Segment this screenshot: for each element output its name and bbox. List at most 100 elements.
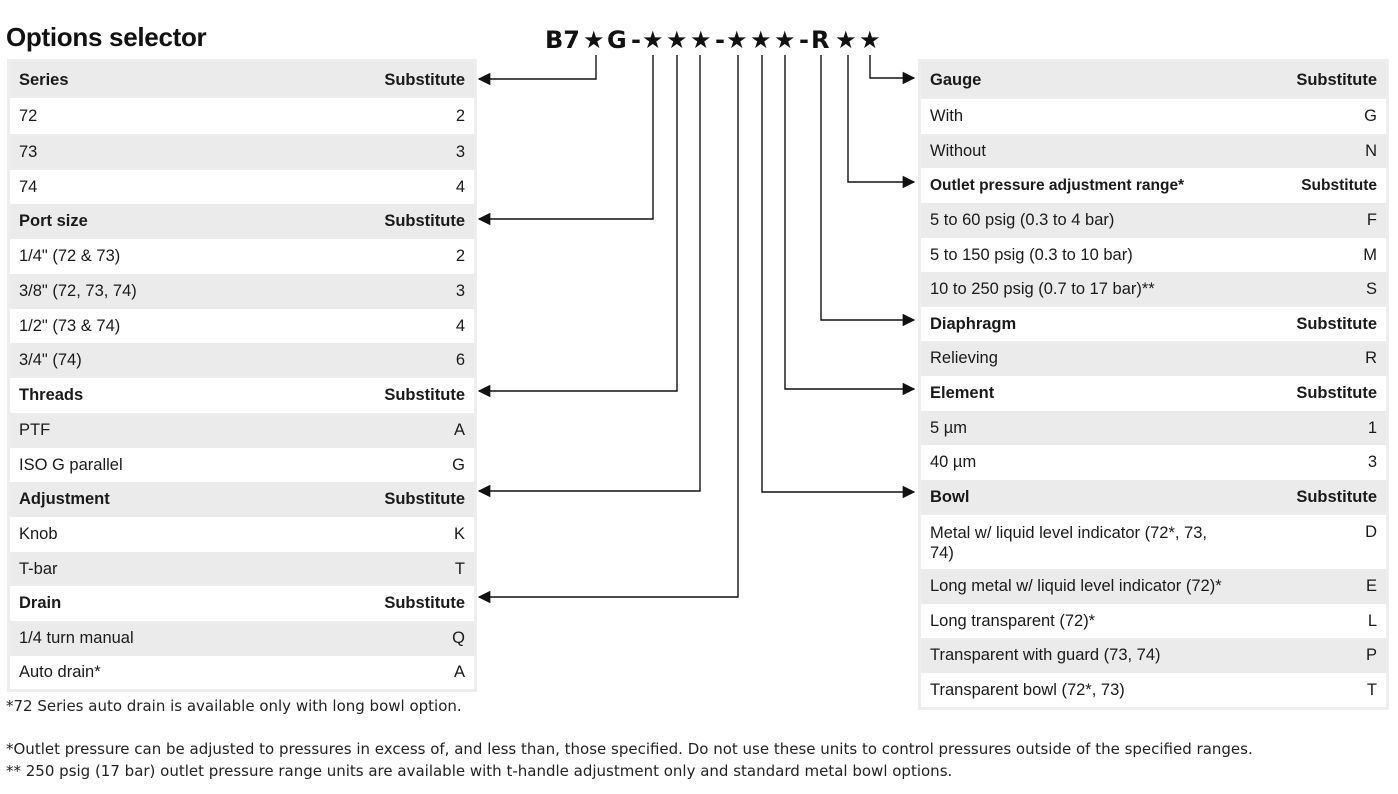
row-code: S: [1365, 280, 1377, 298]
row-code: D: [1365, 523, 1377, 541]
diaphragm-header: Diaphragm Substitute: [921, 307, 1386, 341]
row-label: 1/4 turn manual: [19, 629, 134, 647]
table-row: 1/2" (73 & 74) 4: [10, 309, 474, 343]
row-code: F: [1366, 211, 1377, 229]
outlet-pressure-header: Outlet pressure adjustment range* Substi…: [921, 168, 1386, 203]
gauge-heading: Gauge: [930, 71, 982, 89]
code-star-outlet: ★: [835, 26, 857, 54]
page-title: Options selector: [6, 22, 207, 52]
table-row: Long transparent (72)* L: [921, 604, 1386, 638]
right-options-table: Gauge Substitute With G Without N Outlet…: [918, 59, 1389, 710]
row-code: K: [453, 525, 465, 543]
row-code: G: [1364, 107, 1377, 125]
bowl-header: Bowl Substitute: [921, 480, 1386, 515]
table-row: 10 to 250 psig (0.7 to 17 bar)** S: [921, 272, 1386, 307]
table-row: 40 µm 3: [921, 445, 1386, 480]
bowl-connector: [761, 55, 916, 499]
row-label: 1/2" (73 & 74): [19, 316, 121, 335]
outlet-footnote: *Outlet pressure can be adjusted to pres…: [6, 740, 1253, 758]
threads-substitute-label: Substitute: [384, 386, 465, 404]
row-code: M: [1363, 245, 1377, 264]
row-code: 2: [455, 106, 465, 125]
code-star-element: ★: [774, 26, 796, 54]
table-row: 1/4 turn manual Q: [10, 621, 474, 656]
code-star-gauge: ★: [859, 26, 881, 54]
code-star-port: ★: [642, 26, 664, 54]
row-label: 10 to 250 psig (0.7 to 17 bar)**: [930, 280, 1155, 298]
table-row: Metal w/ liquid level indicator (72*, 73…: [921, 515, 1386, 569]
row-code: T: [454, 559, 465, 578]
port-size-substitute-label: Substitute: [384, 212, 465, 230]
row-code: 2: [455, 247, 465, 265]
threads-heading: Threads: [19, 386, 84, 404]
code-dash-1: -: [631, 26, 641, 54]
row-label: 5 to 150 psig (0.3 to 10 bar): [930, 245, 1133, 264]
element-substitute-label: Substitute: [1296, 384, 1377, 402]
code-star-drain: ★: [726, 26, 748, 54]
table-row: 74 4: [10, 170, 474, 204]
row-code: 3: [1367, 453, 1377, 471]
diaphragm-heading: Diaphragm: [930, 314, 1017, 333]
row-code: T: [1366, 680, 1377, 699]
row-label: Relieving: [930, 349, 998, 367]
model-code: B7 ★ G - ★ ★ ★ - ★ ★ ★ - R ★ ★: [545, 25, 885, 55]
row-code: A: [453, 663, 465, 681]
row-label: Without: [930, 141, 986, 160]
series-heading: Series: [19, 70, 69, 89]
outlet-pressure-substitute-label: Substitute: [1301, 176, 1377, 194]
element-heading: Element: [930, 384, 995, 402]
gauge-substitute-label: Substitute: [1296, 71, 1377, 89]
table-row: 5 µm 1: [921, 411, 1386, 445]
table-row: Transparent bowl (72*, 73) T: [921, 673, 1386, 707]
adjustment-header: Adjustment Substitute: [10, 482, 474, 517]
row-label: 3/8" (72, 73, 74): [19, 282, 137, 300]
row-code: P: [1365, 646, 1377, 664]
code-part-g: G: [607, 26, 627, 54]
row-code: R: [1365, 349, 1377, 367]
drain-heading: Drain: [19, 594, 62, 612]
adjustment-connector: [477, 55, 701, 498]
row-label: Auto drain*: [19, 663, 101, 681]
row-code: E: [1365, 577, 1377, 595]
row-label: 3/4" (74): [19, 351, 82, 369]
row-code: 1: [1367, 418, 1377, 437]
row-code: 3: [455, 142, 465, 161]
table-row: 3/4" (74) 6: [10, 343, 474, 378]
table-row: 73 3: [10, 134, 474, 170]
port-size-heading: Port size: [19, 212, 88, 230]
element-connector: [784, 55, 916, 396]
table-row: Long metal w/ liquid level indicator (72…: [921, 569, 1386, 604]
series-connector: [477, 55, 597, 86]
adjustment-heading: Adjustment: [19, 490, 110, 508]
port-size-header: Port size Substitute: [10, 204, 474, 239]
gauge-connector: [869, 55, 916, 85]
row-label: 40 µm: [930, 453, 977, 471]
row-label: Transparent bowl (72*, 73): [930, 680, 1125, 699]
gauge-header: Gauge Substitute: [921, 62, 1386, 99]
series-header: Series Substitute: [10, 62, 474, 98]
row-label: 5 µm: [930, 418, 968, 437]
row-code: 4: [455, 177, 465, 196]
row-label: With: [930, 107, 963, 125]
table-row: PTF A: [10, 413, 474, 448]
table-row: Knob K: [10, 517, 474, 552]
row-label: 73: [19, 142, 38, 161]
drain-substitute-label: Substitute: [384, 594, 465, 612]
table-row: Auto drain* A: [10, 656, 474, 689]
row-label: Knob: [19, 525, 58, 543]
code-part-b7: B7: [545, 26, 580, 54]
row-code: A: [453, 421, 465, 439]
table-row: Without N: [921, 134, 1386, 168]
row-label: T-bar: [19, 559, 58, 578]
row-label: 72: [19, 106, 38, 125]
table-row: T-bar T: [10, 552, 474, 586]
row-code: L: [1367, 611, 1377, 630]
code-dash-2: -: [715, 26, 725, 54]
port-size-connector: [477, 55, 654, 226]
drain-connector: [477, 55, 739, 604]
row-label: 1/4" (72 & 73): [19, 247, 121, 265]
outlet-pressure-connector: [847, 55, 916, 189]
psig-footnote: ** 250 psig (17 bar) outlet pressure ran…: [6, 762, 953, 780]
table-row: 72 2: [10, 98, 474, 134]
